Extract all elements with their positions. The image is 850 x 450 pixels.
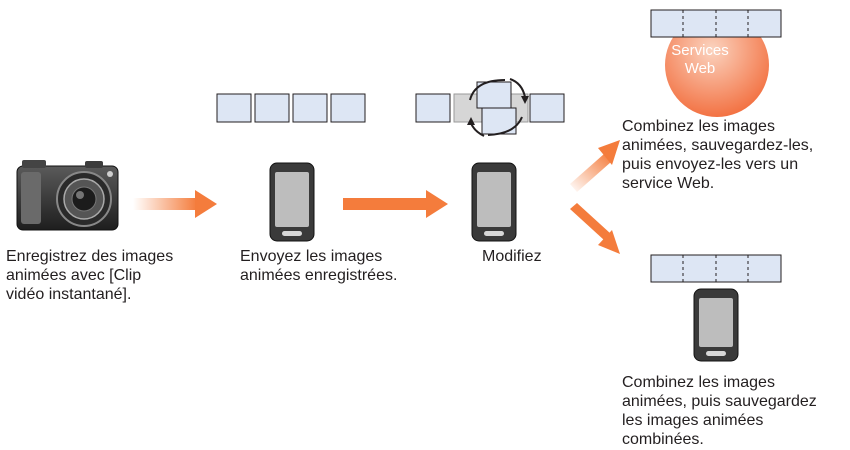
caption-upload: Combinez les images animées, sauvegardez… bbox=[622, 118, 814, 192]
caption-save: Combinez les images animées, puis sauveg… bbox=[622, 374, 817, 448]
clip-frames-edit bbox=[415, 81, 565, 135]
web-service-label: Services Web bbox=[665, 42, 735, 78]
web-service-line2: Web bbox=[684, 60, 716, 77]
arrow-send-to-edit bbox=[343, 190, 448, 218]
arrow-record-to-send bbox=[133, 190, 217, 218]
smartphone-icon bbox=[269, 162, 315, 242]
caption-edit: Modifiez bbox=[482, 248, 542, 265]
smartphone-icon bbox=[693, 288, 739, 362]
arrow-edit-to-save bbox=[570, 203, 620, 254]
combined-clip-upload bbox=[650, 9, 782, 117]
web-service-line1: Services bbox=[671, 42, 729, 59]
caption-send: Envoyez les images animées enregistrées. bbox=[240, 248, 398, 284]
smartphone-icon bbox=[471, 162, 517, 242]
arrow-edit-to-upload bbox=[570, 140, 620, 192]
combined-clip-save bbox=[650, 254, 782, 283]
web-service-icon bbox=[665, 13, 769, 117]
camera-icon bbox=[16, 160, 119, 231]
rotate-arrows-icon bbox=[467, 78, 529, 137]
clip-frames-send bbox=[216, 93, 366, 123]
caption-record: Enregistrez des images animées avec [Cli… bbox=[6, 248, 174, 303]
